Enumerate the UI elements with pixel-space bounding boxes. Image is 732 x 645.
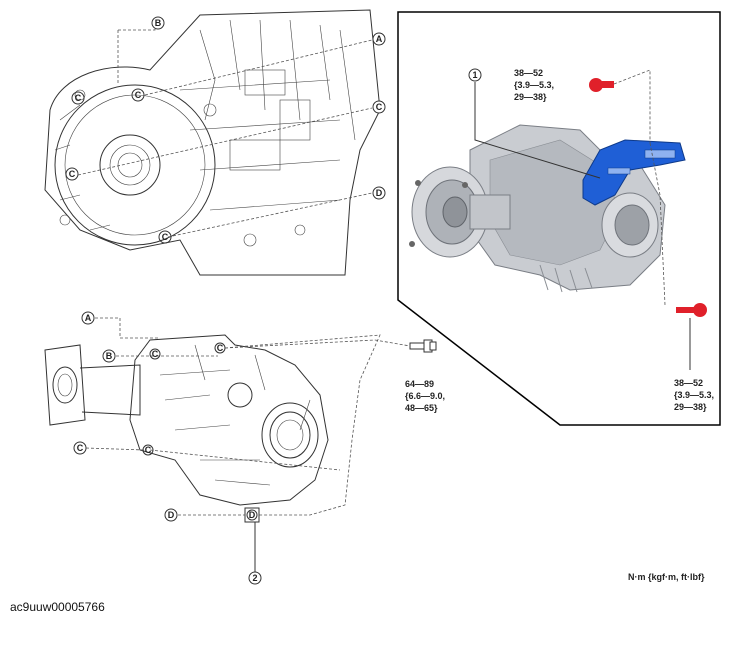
hole-label-c2: C — [135, 90, 142, 100]
callout-a-bottom: A — [81, 311, 95, 325]
torque-upper-3: 29—38} — [514, 92, 547, 102]
upper-bolt-icon — [589, 78, 614, 92]
torque-lower-3: 29—38} — [674, 402, 707, 412]
callout-c-bottom: C — [73, 441, 87, 455]
svg-text:A: A — [376, 34, 383, 44]
hole-label-c1: C — [75, 93, 82, 103]
callout-1: 1 — [468, 68, 482, 82]
svg-text:B: B — [155, 18, 162, 28]
units-label: N·m {kgf·m, ft·lbf} — [628, 572, 705, 582]
mounting-bracket — [582, 139, 686, 206]
transfer-drawing — [44, 317, 381, 572]
svg-text:2: 2 — [252, 573, 257, 583]
svg-text:B: B — [106, 351, 113, 361]
svg-text:1: 1 — [472, 70, 477, 80]
callout-c-top: C — [372, 100, 386, 114]
image-id-caption: ac9uuw00005766 — [10, 600, 105, 614]
svg-text:C: C — [376, 102, 383, 112]
lower-bolt-icon — [676, 303, 707, 317]
boss-label-c1: C — [152, 349, 159, 359]
torque-lower-1: 38—52 — [674, 378, 703, 388]
torque-upper-2: {3.9—5.3, — [514, 80, 554, 90]
flange-bolt-icon — [409, 339, 437, 353]
callout-b-top: B — [151, 16, 165, 30]
torque-upper-1: 38—52 — [514, 68, 543, 78]
boss-label-c2: C — [217, 343, 224, 353]
callout-b-bottom: B — [102, 349, 116, 363]
torque-flange-2: {6.6—9.0, — [405, 391, 445, 401]
svg-text:D: D — [376, 188, 383, 198]
svg-text:D: D — [168, 510, 175, 520]
torque-lower-2: {3.9—5.3, — [674, 390, 714, 400]
svg-text:A: A — [85, 313, 92, 323]
boss-label-c3: C — [145, 445, 152, 455]
boss-label-d: D — [249, 510, 256, 520]
hole-label-c4: C — [162, 232, 169, 242]
callout-d-bottom: D — [164, 508, 178, 522]
transaxle-drawing — [44, 9, 381, 276]
callout-2: 2 — [248, 571, 262, 585]
callout-a-top: A — [372, 32, 386, 46]
callout-d-top: D — [372, 186, 386, 200]
torque-flange-1: 64—89 — [405, 379, 434, 389]
hole-label-c3: C — [69, 169, 76, 179]
torque-flange-3: 48—65} — [405, 403, 438, 413]
svg-text:C: C — [77, 443, 84, 453]
